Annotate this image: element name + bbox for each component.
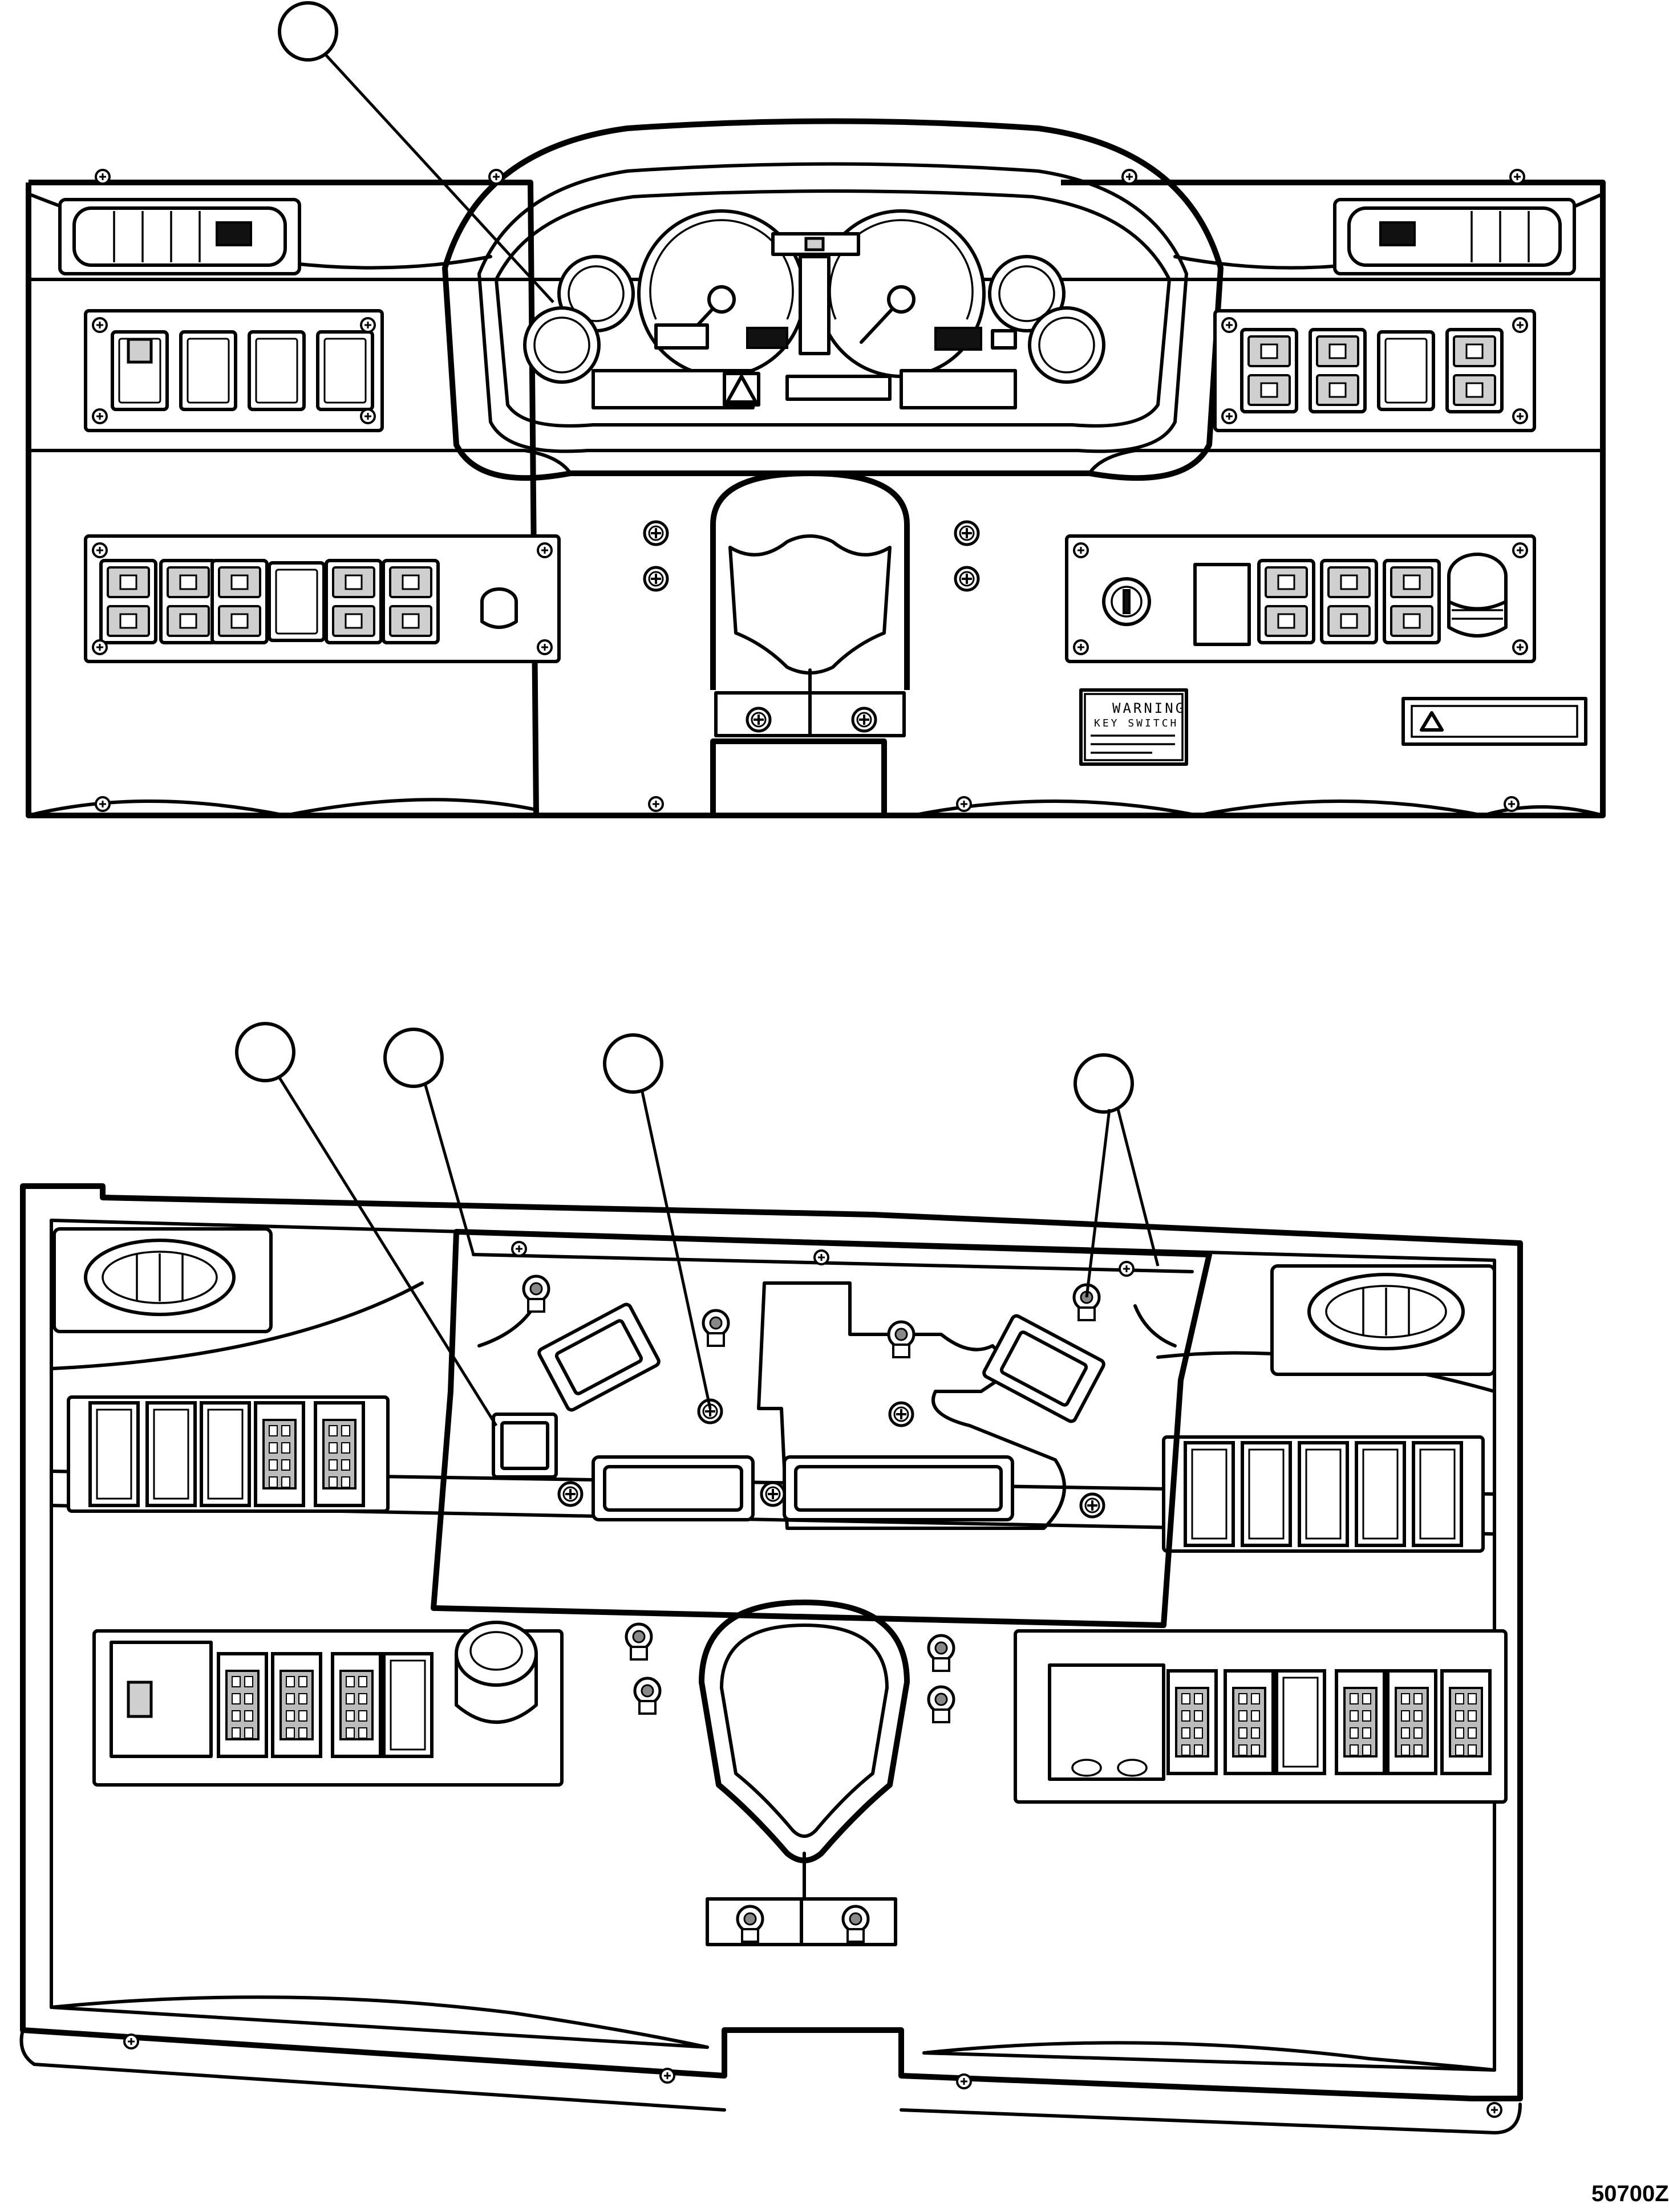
callout-1 (278, 1, 554, 303)
emergency-stop-button-icon (1447, 553, 1508, 638)
callout-2 (235, 1022, 498, 1427)
warning-triangle-icon (1420, 711, 1444, 732)
figure-code: 50700Z (1591, 2181, 1669, 2206)
key-switch-icon (1102, 577, 1151, 626)
air-vent-icon (58, 198, 301, 275)
callout-4 (603, 1033, 712, 1409)
dashboard-rear-view (19, 1183, 1523, 2134)
warning-title: WARNING (1112, 700, 1186, 716)
emergency-stop-button-rear (455, 1621, 538, 1724)
callout-3 (383, 1028, 475, 1255)
callout-5 (1073, 1053, 1160, 1298)
knob (480, 587, 518, 629)
caution-decal (1401, 697, 1587, 746)
warning-triangle-icon (726, 375, 757, 404)
warning-label: WARNING KEY SWITCH (1079, 688, 1188, 766)
warning-line-1: KEY SWITCH (1094, 717, 1178, 729)
dashboard-front-view: WARNING KEY SWITCH (26, 118, 1606, 818)
air-vent-icon (1333, 198, 1576, 275)
